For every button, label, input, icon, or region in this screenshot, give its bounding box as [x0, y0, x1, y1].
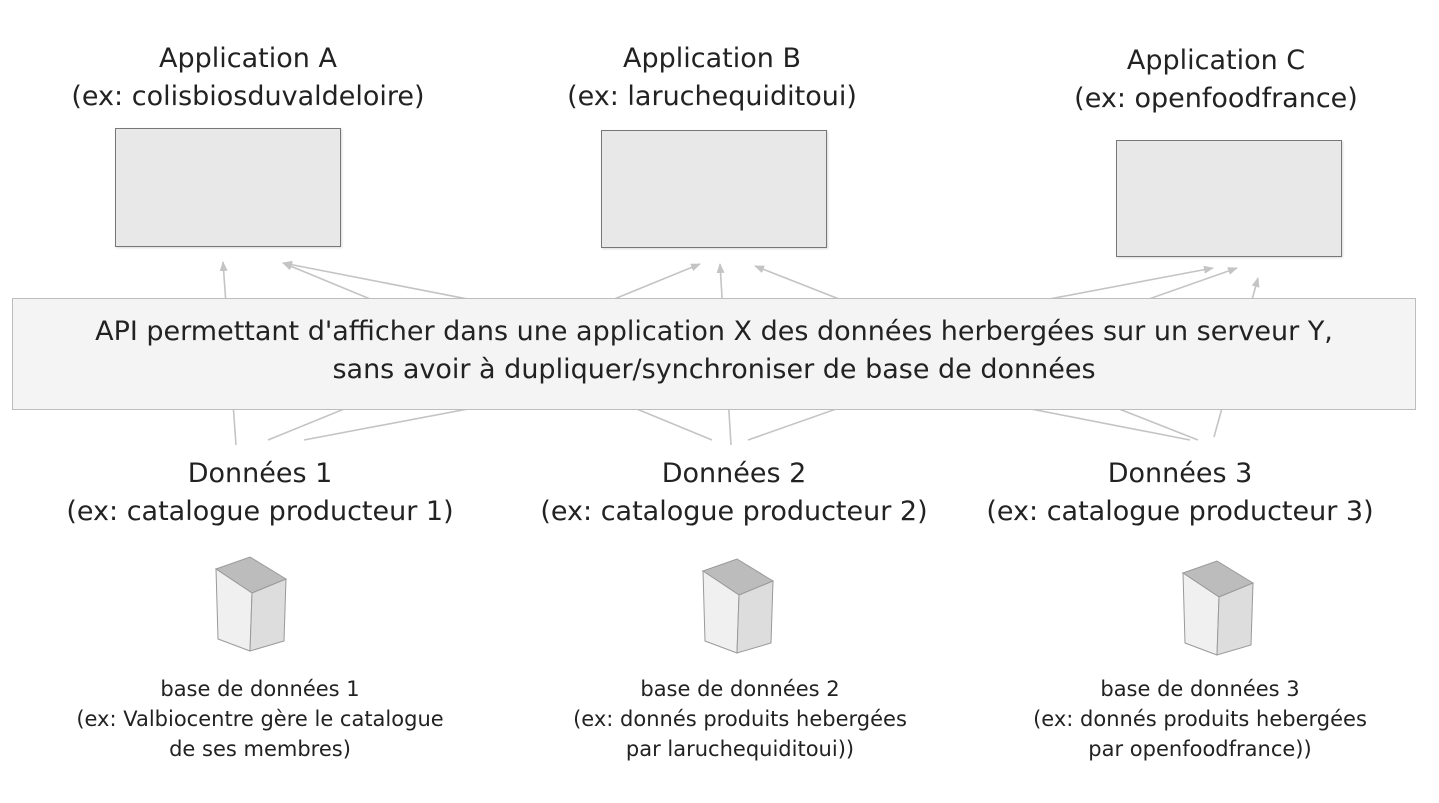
data-2-example: (ex: catalogue producteur 2) — [540, 496, 928, 527]
data-1-title: Données 1 (ex: catalogue producteur 1) — [40, 455, 480, 531]
database-3-example-1: (ex: donnés produits hebergées — [1033, 707, 1367, 731]
database-2-icon — [701, 558, 775, 654]
app-a-example: (ex: colisbiosduvaldeloire) — [71, 81, 425, 112]
app-c-name: Application C — [1126, 45, 1306, 76]
database-1-example-1: (ex: Valbiocentre gère le catalogue — [76, 707, 444, 731]
data-2-title: Données 2 (ex: catalogue producteur 2) — [514, 455, 954, 531]
app-c-box — [1116, 140, 1342, 257]
api-line-1: API permettant d'afficher dans une appli… — [95, 316, 1333, 347]
database-3-icon — [1181, 560, 1255, 656]
database-2-example-1: (ex: donnés produits hebergées — [573, 707, 907, 731]
api-line-2: sans avoir à dupliquer/synchroniser de b… — [332, 354, 1096, 385]
database-2-caption: base de données 2 (ex: donnés produits h… — [520, 674, 960, 764]
app-a-title: Application A (ex: colisbiosduvaldeloire… — [48, 40, 448, 116]
app-b-box — [601, 130, 827, 248]
app-b-name: Application B — [623, 43, 801, 74]
app-c-title: Application C (ex: openfoodfrance) — [1016, 42, 1416, 118]
database-2-name: base de données 2 — [640, 677, 840, 701]
app-c-example: (ex: openfoodfrance) — [1074, 83, 1358, 114]
database-3-name: base de données 3 — [1100, 677, 1300, 701]
app-a-name: Application A — [159, 43, 337, 74]
database-1-name: base de données 1 — [160, 677, 360, 701]
data-3-example: (ex: catalogue producteur 3) — [986, 496, 1374, 527]
database-2-example-2: par laruchequiditoui)) — [625, 737, 855, 761]
database-3-caption: base de données 3 (ex: donnés produits h… — [980, 674, 1420, 764]
api-band — [12, 298, 1416, 410]
data-2-name: Données 2 — [661, 458, 807, 489]
app-b-example: (ex: laruchequiditoui) — [567, 81, 857, 112]
app-b-title: Application B (ex: laruchequiditoui) — [512, 40, 912, 116]
database-1-icon — [214, 556, 288, 652]
app-a-box — [115, 128, 341, 247]
database-1-example-2: de ses membres) — [169, 737, 351, 761]
database-1-caption: base de données 1 (ex: Valbiocentre gère… — [40, 674, 480, 764]
data-1-name: Données 1 — [187, 458, 333, 489]
data-3-name: Données 3 — [1107, 458, 1253, 489]
database-3-example-2: par openfoodfrance)) — [1088, 737, 1312, 761]
api-description: API permettant d'afficher dans une appli… — [12, 313, 1416, 389]
data-3-title: Données 3 (ex: catalogue producteur 3) — [960, 455, 1400, 531]
data-1-example: (ex: catalogue producteur 1) — [66, 496, 454, 527]
